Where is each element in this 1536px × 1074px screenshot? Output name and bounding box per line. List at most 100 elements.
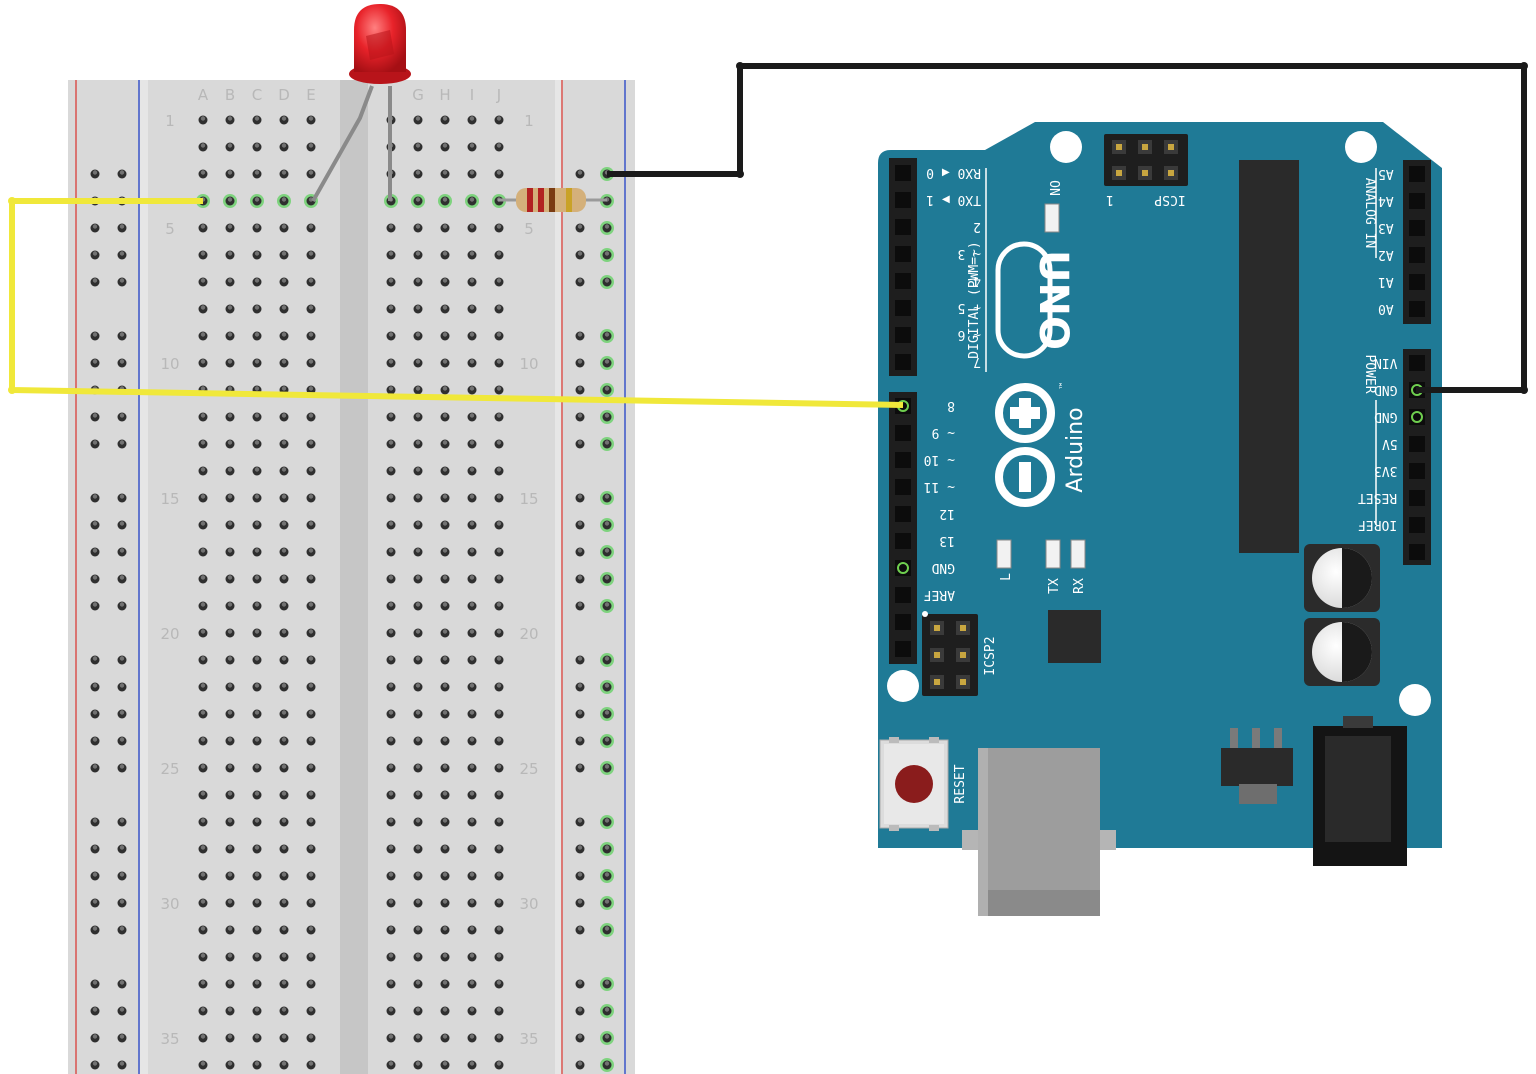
breadboard-hole [252,277,262,287]
breadboard-hole [413,898,423,908]
breadboard-hole [467,655,477,665]
breadboard-hole [440,331,450,341]
breadboard-hole [467,925,477,935]
breadboard-hole [494,709,504,719]
breadboard-hole [440,1060,450,1070]
breadboard-hole [252,871,262,881]
breadboard-hole [494,520,504,530]
breadboard-hole [225,250,235,260]
header-pin-socket [895,192,911,208]
breadboard-hole [198,520,208,530]
breadboard-hole [494,601,504,611]
breadboard-hole [600,1058,614,1072]
breadboard-rail-divider-right [555,80,563,1074]
breadboard-hole [440,547,450,557]
breadboard-hole [600,1004,614,1018]
icsp2-label: ICSP2 [983,636,998,675]
header-pin-socket [895,614,911,630]
breadboard-hole [252,1006,262,1016]
breadboard-hole [386,574,396,584]
header-pin-socket [895,273,911,289]
breadboard-hole [386,520,396,530]
breadboard-hole [225,439,235,449]
breadboard-hole [440,412,450,422]
breadboard-hole [575,925,585,935]
breadboard-hole [279,1060,289,1070]
header-pin-socket [895,300,911,316]
breadboard-hole [252,736,262,746]
icsp-label: ICSP [1154,192,1185,207]
icsp-pin1-label: 1 [1106,192,1114,207]
breadboard-row-number: 25 [160,760,179,778]
breadboard-hole [117,709,127,719]
resistor-band [549,188,555,212]
usb-b-connector [962,748,1116,916]
l-led [996,539,1012,569]
breadboard-hole [386,358,396,368]
breadboard-hole [413,1060,423,1070]
breadboard-hole [90,169,100,179]
header-pin-socket [895,246,911,262]
breadboard-hole [90,574,100,584]
breadboard-hole [465,194,479,208]
breadboard-hole [117,1006,127,1016]
breadboard-hole [467,358,477,368]
analog-header [1403,160,1431,324]
breadboard-hole [600,680,614,694]
breadboard-hole [494,898,504,908]
breadboard-hole [440,115,450,125]
breadboard-hole [440,682,450,692]
breadboard-hole [600,734,614,748]
breadboard-hole [198,790,208,800]
breadboard-hole [306,1006,316,1016]
breadboard-hole [413,250,423,260]
breadboard-hole [386,817,396,827]
capacitor [1304,618,1380,686]
breadboard-hole [198,331,208,341]
breadboard-hole [306,223,316,233]
breadboard-row-number: 20 [160,625,179,643]
breadboard-hole [252,655,262,665]
breadboard-hole [90,1006,100,1016]
reset-button[interactable] [879,737,949,831]
breadboard-hole [225,898,235,908]
breadboard-hole [440,763,450,773]
breadboard-hole [117,493,127,503]
breadboard-hole [198,655,208,665]
digital-pin-label: ~ 3 [958,246,981,261]
breadboard-hole [494,682,504,692]
breadboard-hole [225,655,235,665]
digital-pin-label: 4 [973,273,981,288]
breadboard-hole [306,466,316,476]
breadboard-hole [306,790,316,800]
breadboard-hole [494,655,504,665]
rx-led [1070,539,1086,569]
breadboard-hole [306,682,316,692]
power-pin-label: GND [1374,409,1398,424]
breadboard-hole [252,331,262,341]
mounting-hole [887,670,919,702]
breadboard-hole [306,250,316,260]
breadboard-hole [252,304,262,314]
icsp-pin [1138,166,1152,180]
breadboard-hole [90,493,100,503]
breadboard-hole [467,250,477,260]
breadboard-hole [225,574,235,584]
breadboard-hole [494,142,504,152]
breadboard-hole [117,736,127,746]
breadboard-hole [198,925,208,935]
breadboard-hole [90,250,100,260]
breadboard-hole [413,466,423,476]
breadboard-hole [494,844,504,854]
breadboard-hole [279,1006,289,1016]
digital-section-label: DIGITAL (PWM=~) [967,241,982,358]
breadboard-hole [413,331,423,341]
breadboard-hole [575,1033,585,1043]
header-pin-socket [895,219,911,235]
analog-pin-label: A2 [1378,247,1394,262]
breadboard-hole [279,493,289,503]
breadboard-hole [117,871,127,881]
breadboard: ABCDEFGHIJ1155101015152020252530303535 [68,80,635,1074]
breadboard-hole [225,763,235,773]
breadboard-hole [467,520,477,530]
